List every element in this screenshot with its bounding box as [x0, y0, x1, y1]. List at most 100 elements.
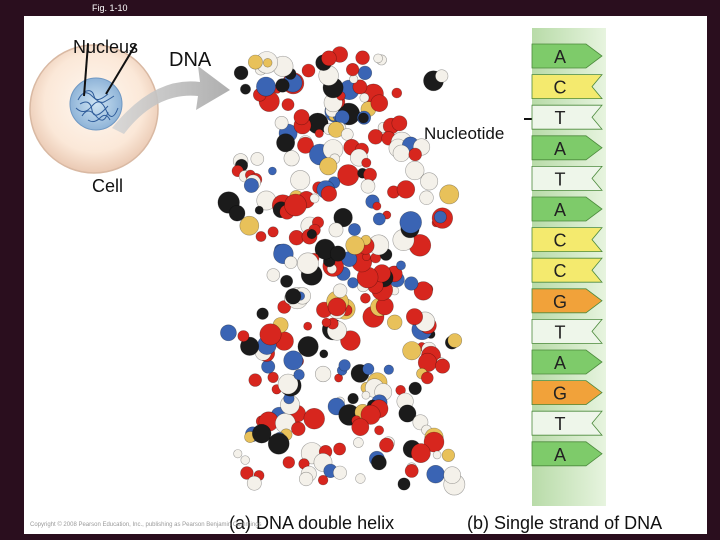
atom-sphere [383, 364, 394, 375]
atom-sphere [297, 336, 319, 358]
atom-sphere [405, 308, 423, 326]
base-letter: G [553, 292, 567, 312]
atom-sphere [353, 437, 364, 448]
atom-sphere [443, 466, 462, 485]
base-letter: A [554, 47, 566, 67]
atom-sphere [306, 229, 317, 240]
nucleus-pointer [83, 43, 89, 97]
atom-sphere [348, 223, 361, 236]
atom-sphere [396, 260, 406, 271]
dna-label: DNA [169, 49, 212, 71]
atom-sphere [309, 193, 320, 204]
atom-sphere [357, 112, 369, 124]
atom-sphere [266, 268, 281, 282]
atom-sphere [237, 330, 250, 342]
atom-sphere [360, 404, 381, 425]
atom-sphere [432, 450, 442, 460]
atom-sphere [252, 424, 272, 444]
atom-sphere [404, 463, 419, 478]
base-letter: C [554, 231, 567, 251]
atom-sphere [255, 231, 267, 242]
atom-sphere [439, 184, 460, 205]
atom-sphere [233, 449, 243, 459]
base-G-9: G [531, 288, 603, 314]
atom-sphere [261, 359, 276, 374]
atom-sphere [351, 418, 370, 437]
atom-sphere [315, 365, 332, 383]
atom-sphere [338, 359, 351, 372]
atom-sphere [391, 87, 403, 99]
atom-sphere [248, 373, 262, 387]
atom-sphere [328, 222, 344, 238]
atom-sphere [220, 324, 237, 342]
atom-sphere [297, 136, 314, 154]
atom-sphere [320, 185, 338, 202]
atom-sphere [275, 78, 290, 93]
atom-sphere [420, 172, 439, 191]
base-T-5: T [531, 166, 603, 191]
atom-sphere [301, 63, 316, 78]
atom-sphere [256, 307, 269, 320]
base-letter: T [555, 169, 566, 189]
atom-sphere [419, 190, 434, 205]
nucleotide-label: Nucleotide [424, 124, 505, 143]
base-letter: G [553, 384, 567, 404]
atom-sphere [408, 147, 422, 162]
atom-sphere [319, 157, 338, 176]
atom-sphere [327, 297, 347, 317]
atom-sphere [352, 79, 368, 95]
atom-sphere [398, 404, 417, 423]
atom-sphere [299, 471, 314, 487]
atom-sphere [290, 170, 311, 191]
atom-sphere [347, 277, 359, 289]
atom-sphere [345, 235, 365, 255]
base-C-2: C [531, 74, 603, 99]
atom-sphere [334, 373, 343, 383]
atom-sphere [379, 437, 394, 453]
atom-sphere [371, 454, 387, 471]
atom-sphere [447, 333, 463, 348]
atom-sphere [391, 115, 408, 132]
base-letter: A [554, 139, 566, 159]
atom-sphere [333, 208, 353, 228]
base-A-14: A [531, 441, 603, 467]
atom-sphere [285, 288, 302, 305]
base-letter: T [555, 108, 566, 128]
atom-sphere [355, 473, 366, 484]
atom-sphere [321, 50, 337, 67]
atom-sphere [399, 211, 422, 234]
dna-double-helix-model [217, 46, 466, 496]
atom-sphere [332, 465, 347, 480]
atom-sphere [250, 152, 265, 166]
atom-sphere [240, 83, 251, 95]
atom-sphere [405, 160, 425, 181]
atom-sphere [259, 323, 282, 346]
atom-sphere [361, 157, 372, 168]
base-A-4: A [531, 135, 603, 161]
atom-sphere [267, 226, 279, 238]
base-letter: T [555, 322, 566, 342]
atom-sphere [435, 69, 449, 83]
cell-illustration [29, 44, 159, 174]
atom-sphere [317, 474, 329, 486]
atom-sphere [340, 128, 354, 141]
atom-sphere [387, 314, 403, 330]
atom-sphere [433, 210, 447, 224]
base-letter: C [554, 261, 567, 281]
atom-sphere [372, 212, 386, 226]
atom-sphere [239, 215, 260, 236]
atom-sphere [360, 178, 376, 194]
atom-sphere [276, 133, 296, 153]
atom-sphere [426, 465, 445, 484]
atom-sphere [373, 53, 383, 64]
atom-sphere [370, 94, 389, 112]
atom-sphere [404, 276, 419, 291]
atom-sphere [402, 341, 422, 361]
atom-sphere [332, 283, 348, 298]
atom-sphere [349, 74, 359, 84]
atom-sphere [303, 408, 325, 430]
atom-sphere [268, 166, 277, 176]
atom-sphere [333, 442, 346, 456]
atom-sphere [303, 321, 313, 331]
